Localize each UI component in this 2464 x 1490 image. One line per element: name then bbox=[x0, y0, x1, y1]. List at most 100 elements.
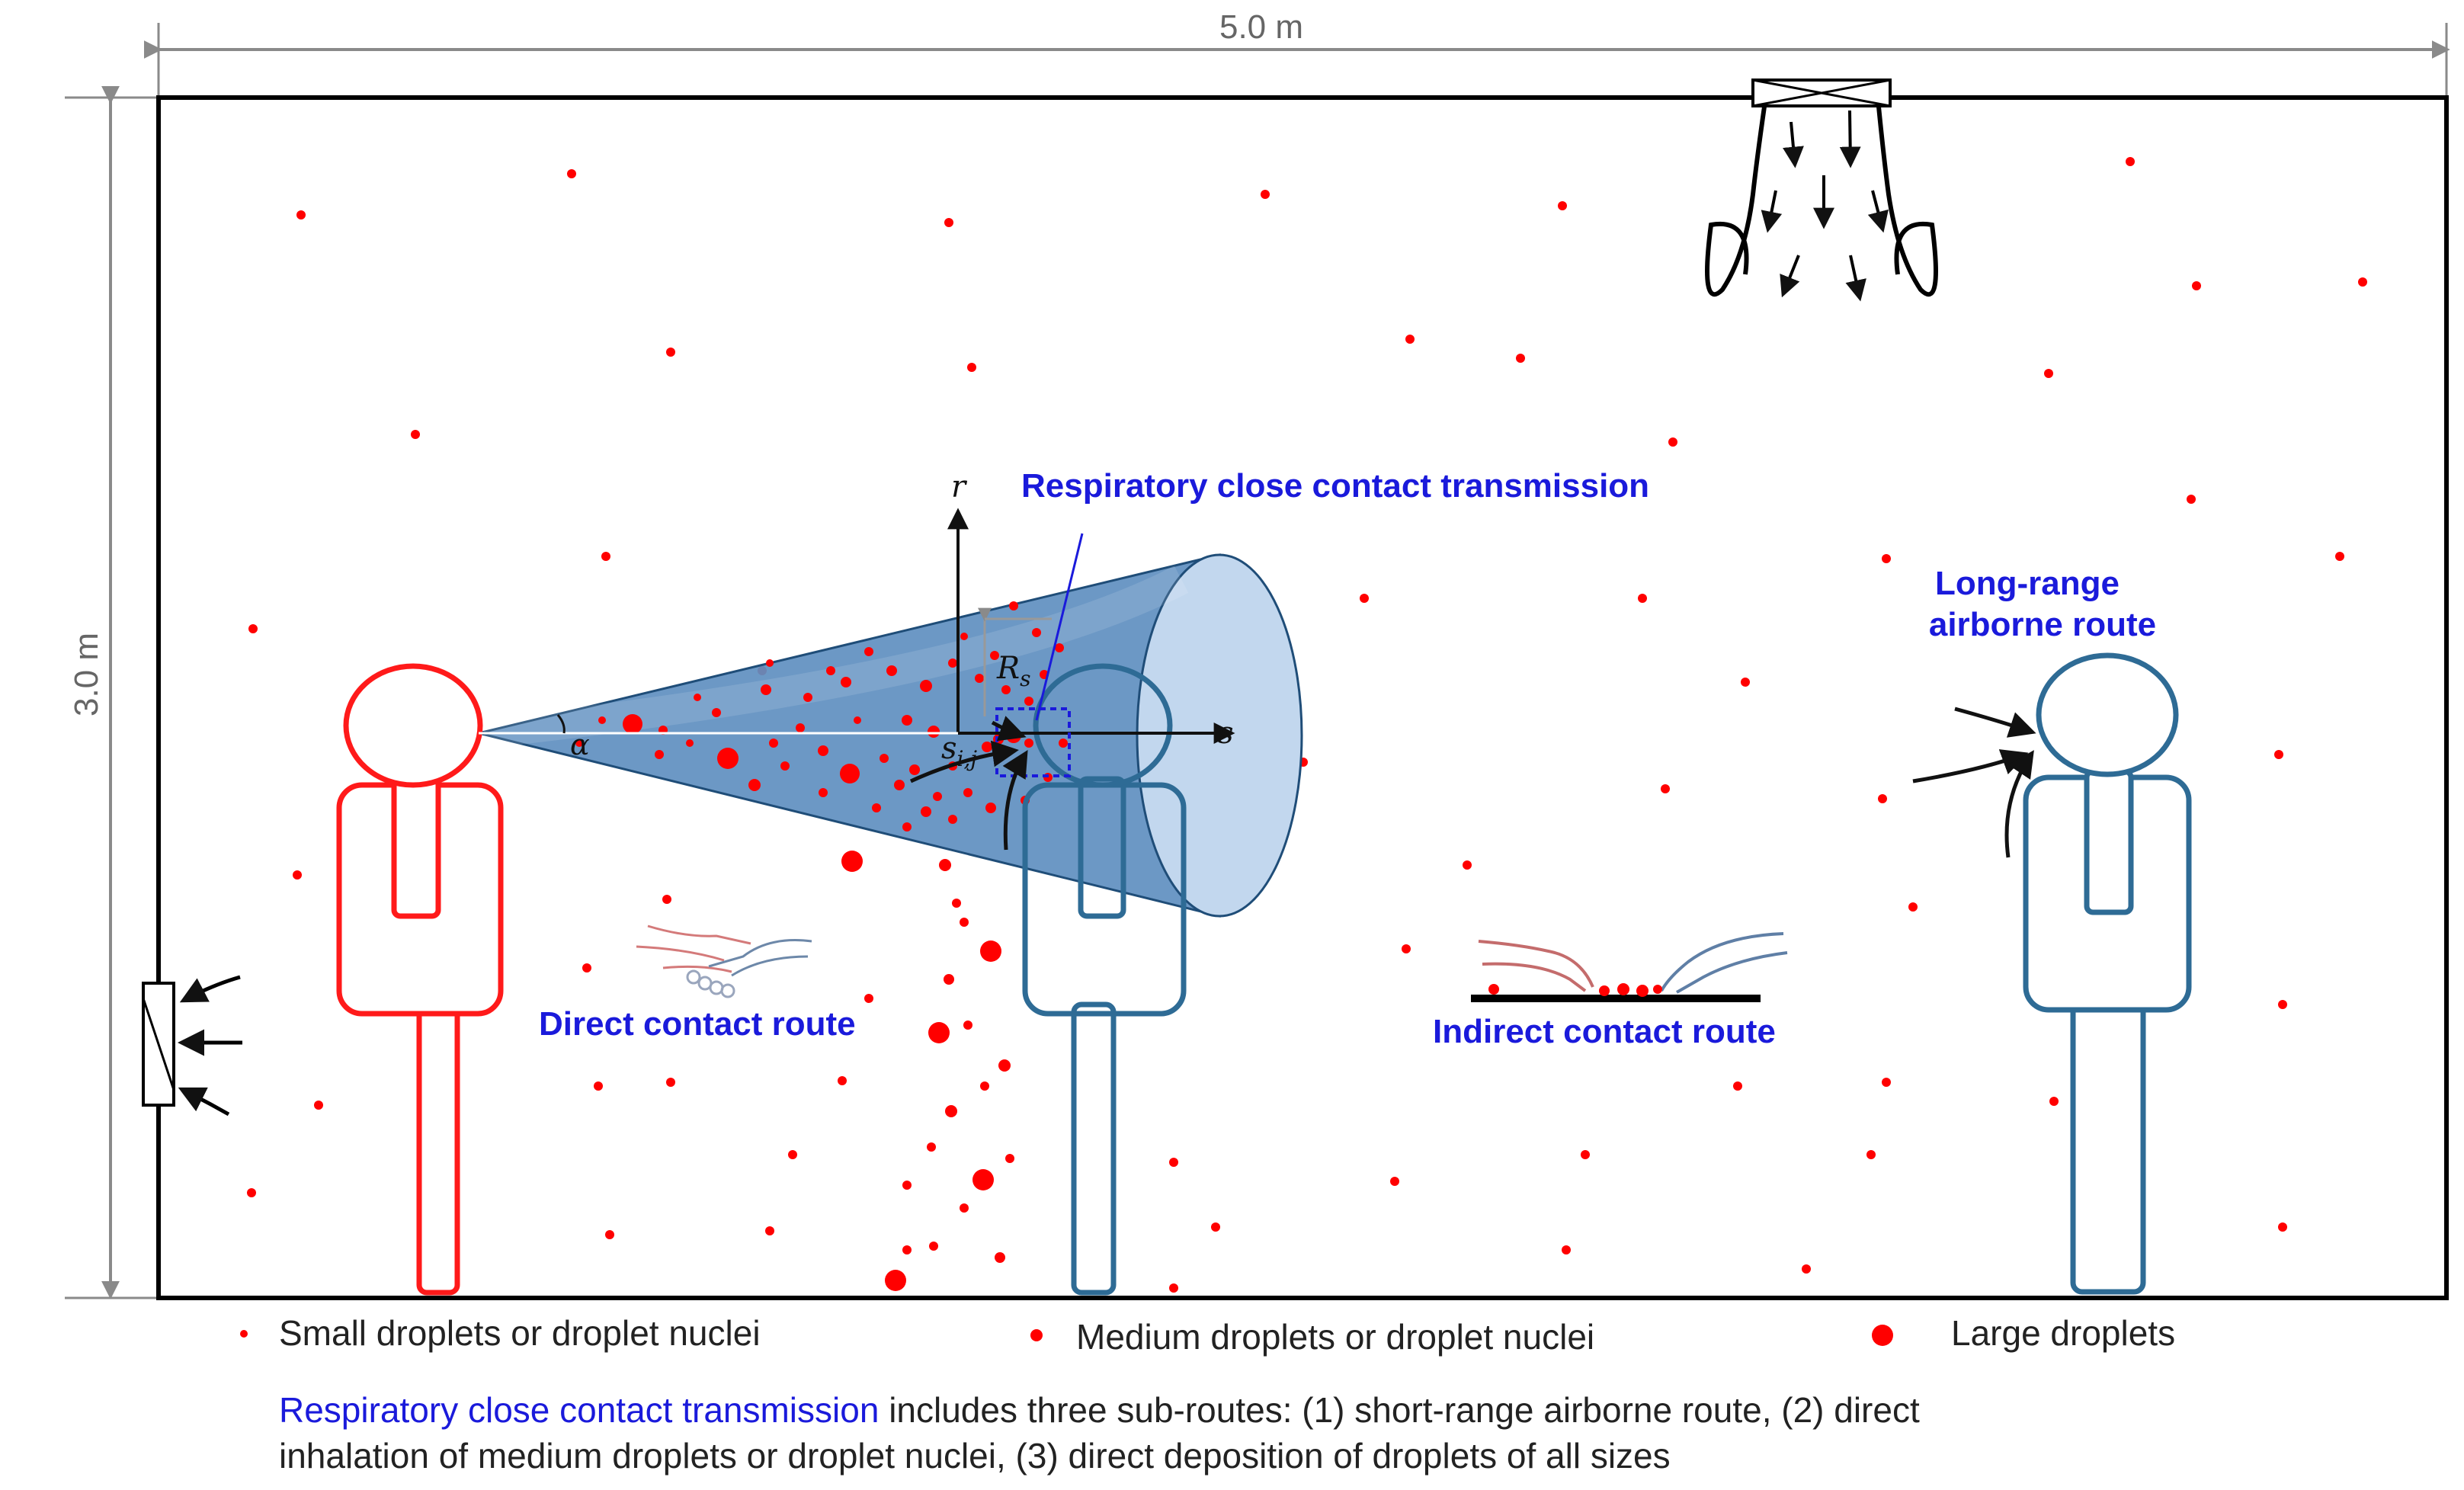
exhaled-droplet bbox=[909, 764, 920, 775]
handshake-icon bbox=[636, 924, 812, 998]
long-range-arrows bbox=[1912, 707, 2036, 858]
close-contact-label: Respiratory close contact transmission bbox=[1021, 467, 1649, 505]
background-droplet bbox=[314, 1101, 323, 1110]
susceptible-person-far bbox=[2023, 652, 2192, 1295]
exhaled-droplet bbox=[902, 822, 912, 832]
background-droplet bbox=[967, 363, 976, 372]
background-droplet bbox=[1211, 1222, 1220, 1232]
legend-medium-marker bbox=[1030, 1329, 1043, 1341]
exhaled-droplet bbox=[796, 723, 805, 732]
background-droplet bbox=[662, 895, 671, 904]
exhaled-droplet bbox=[826, 666, 835, 675]
background-droplet bbox=[601, 552, 610, 561]
width-dimension: 5.0 m bbox=[143, 8, 2450, 95]
background-droplet bbox=[411, 430, 420, 439]
exhaled-droplet bbox=[694, 694, 701, 701]
exhaled-droplet bbox=[985, 803, 996, 813]
background-droplet bbox=[1661, 784, 1670, 793]
exhaled-droplet bbox=[1032, 628, 1041, 637]
caption-line1-rest: includes three sub-routes: (1) short-ran… bbox=[879, 1390, 1920, 1430]
exhaled-droplet bbox=[872, 803, 881, 812]
legend-large-marker bbox=[1872, 1325, 1893, 1346]
exhaled-droplet bbox=[819, 788, 828, 797]
caption-line2: inhalation of medium droplets or droplet… bbox=[279, 1436, 1671, 1476]
exhaled-droplet bbox=[948, 815, 957, 824]
falling-droplet bbox=[928, 1022, 950, 1043]
figure-caption: Respiratory close contact transmission i… bbox=[279, 1387, 2413, 1479]
exhaled-droplet bbox=[840, 764, 860, 783]
background-droplet bbox=[1733, 1081, 1742, 1091]
falling-droplet bbox=[939, 859, 951, 871]
height-dimension: 3.0 m bbox=[65, 85, 159, 1299]
exhaled-droplet bbox=[780, 761, 790, 771]
susceptible-person-close bbox=[1022, 663, 1187, 1296]
exhaled-droplet bbox=[841, 677, 851, 687]
height-label: 3.0 m bbox=[68, 633, 105, 716]
background-droplet bbox=[902, 1181, 912, 1190]
background-droplet bbox=[1169, 1158, 1178, 1167]
exhaled-droplet bbox=[880, 754, 889, 763]
axis-r-label: r bbox=[951, 469, 968, 505]
exhaled-droplet bbox=[886, 665, 897, 676]
background-droplet bbox=[293, 870, 302, 880]
falling-droplet bbox=[980, 940, 1001, 962]
supply-diffuser-icon bbox=[1705, 79, 1938, 302]
background-droplet bbox=[838, 1076, 847, 1085]
falling-droplet bbox=[944, 974, 954, 985]
background-droplet bbox=[1581, 1150, 1590, 1159]
falling-droplet bbox=[995, 1252, 1005, 1263]
legend-small-label: Small droplets or droplet nuclei bbox=[279, 1313, 761, 1353]
indirect-contact-label: Indirect contact route bbox=[1433, 1013, 1776, 1050]
width-label: 5.0 m bbox=[1219, 8, 1303, 46]
falling-droplet bbox=[963, 1021, 972, 1030]
falling-droplet bbox=[960, 918, 969, 927]
exhaled-droplet bbox=[1009, 601, 1018, 610]
background-droplet bbox=[1878, 794, 1887, 803]
background-droplet bbox=[2049, 1097, 2059, 1106]
background-droplet bbox=[944, 218, 953, 227]
exhaled-droplet bbox=[712, 708, 721, 717]
background-droplet bbox=[1882, 1078, 1891, 1087]
background-droplet bbox=[929, 1242, 938, 1251]
falling-droplet bbox=[998, 1059, 1011, 1072]
background-droplet bbox=[1882, 554, 1891, 563]
exhaled-droplet bbox=[864, 647, 873, 656]
infected-person bbox=[336, 663, 504, 1296]
falling-droplet bbox=[841, 851, 863, 872]
falling-droplet bbox=[1169, 1283, 1178, 1293]
alpha-label: α bbox=[570, 728, 590, 761]
exhaled-droplet bbox=[761, 684, 771, 695]
hands-on-surface-icon bbox=[1471, 932, 1788, 1002]
background-droplet bbox=[1360, 594, 1369, 603]
exhaled-droplet bbox=[598, 716, 606, 724]
background-droplet bbox=[2274, 750, 2283, 759]
background-droplet bbox=[1261, 190, 1270, 199]
background-droplet bbox=[567, 169, 576, 178]
exhaled-droplet bbox=[1001, 685, 1011, 694]
background-droplet bbox=[1405, 335, 1415, 344]
exhaled-droplet bbox=[948, 658, 957, 668]
room-outline bbox=[156, 95, 2449, 1300]
exhaust-vent-icon bbox=[142, 975, 242, 1117]
exhaled-droplet bbox=[766, 659, 774, 667]
exhaled-droplet bbox=[982, 742, 992, 752]
falling-droplet bbox=[952, 899, 961, 908]
falling-droplets bbox=[841, 851, 1178, 1293]
background-droplet bbox=[248, 624, 258, 633]
background-droplet bbox=[864, 994, 873, 1003]
long-range-label-2: airborne route bbox=[1929, 606, 2156, 643]
background-droplet bbox=[765, 1226, 774, 1235]
background-droplet bbox=[605, 1230, 614, 1239]
background-droplet bbox=[594, 1081, 603, 1091]
legend-medium-label: Medium droplets or droplet nuclei bbox=[1076, 1317, 1594, 1357]
background-droplet bbox=[2126, 157, 2135, 166]
falling-droplet bbox=[980, 1081, 989, 1091]
falling-droplet bbox=[927, 1142, 936, 1152]
background-droplet bbox=[2187, 495, 2196, 504]
background-droplet bbox=[1866, 1150, 1876, 1159]
exhaled-droplet bbox=[1024, 739, 1033, 748]
exhaled-droplet bbox=[818, 745, 828, 756]
distance-label: si,j bbox=[941, 731, 977, 771]
exhaled-droplet bbox=[1024, 697, 1033, 706]
background-droplet bbox=[2335, 552, 2344, 561]
